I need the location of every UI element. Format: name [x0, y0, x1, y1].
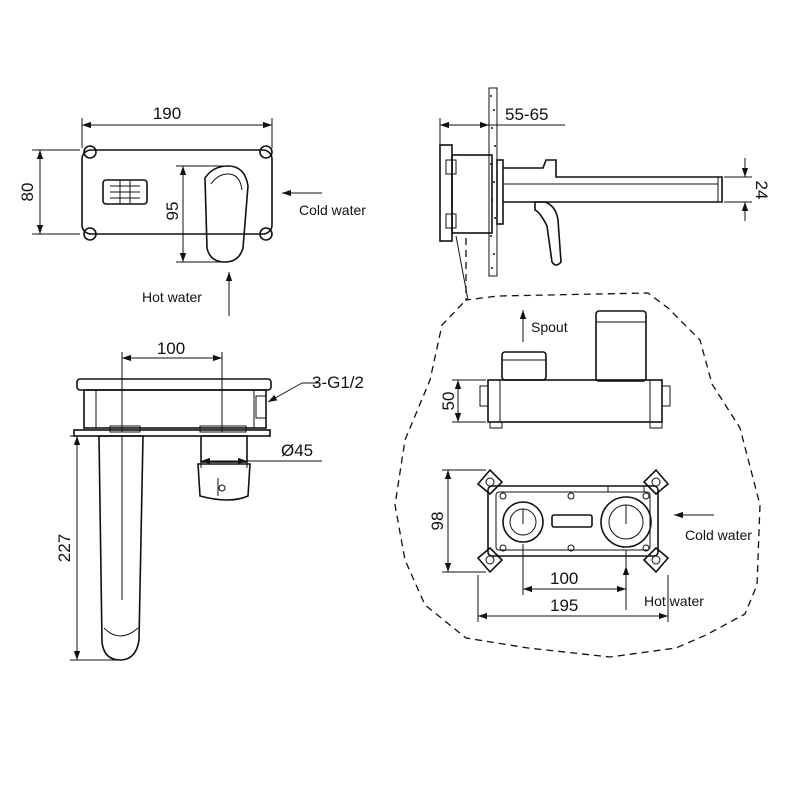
label-hot-water-box: Hot water: [644, 593, 704, 609]
label-spout: Spout: [531, 319, 568, 335]
dim-box-height: 98: [428, 512, 447, 531]
dim-diameter: Ø45: [281, 441, 313, 460]
valve-box-outline: [487, 485, 659, 557]
valve-box-side: [487, 379, 663, 423]
dim-spout-length: 227: [55, 534, 74, 562]
dim-front-width: 190: [153, 104, 181, 123]
front-lug-tl: [83, 145, 97, 159]
label-cold-water-box: Cold water: [685, 527, 752, 543]
top-spout: [98, 435, 144, 661]
dim-valve-depth: 50: [439, 392, 458, 411]
valve-box-front: 98 100 195 Cold water Hot water: [428, 468, 752, 622]
diverter-knob: [102, 179, 148, 205]
side-handle: [534, 201, 562, 266]
dim-front-height: 80: [18, 183, 37, 202]
detail-callout-outline: [394, 238, 761, 658]
top-handle: [197, 463, 251, 501]
label-thread: 3-G1/2: [312, 373, 364, 392]
dim-box-width: 195: [550, 596, 578, 615]
dim-wall-thickness: 55-65: [505, 105, 548, 124]
label-hot-water-front: Hot water: [142, 289, 202, 305]
front-lug-tr: [259, 145, 273, 159]
side-view: 55-65 24: [439, 87, 771, 277]
front-view: 190 80 95 Cold water Hot water: [18, 104, 366, 316]
front-plate-outline: [81, 149, 273, 235]
valve-body-side: Spout 50: [439, 310, 671, 429]
front-lug-bl: [83, 227, 97, 241]
valve-left: [502, 501, 544, 543]
mixer-handle: [204, 165, 249, 263]
valve-right: [600, 496, 652, 548]
front-lug-br: [259, 227, 273, 241]
diverter-slot: [551, 514, 593, 528]
dim-handle-height: 95: [163, 202, 182, 221]
side-spout: [503, 159, 723, 203]
dim-inlet-spacing-top: 100: [157, 339, 185, 358]
side-valve-body: [451, 154, 493, 234]
top-handle-neck: [200, 435, 248, 463]
dim-box-inlet-spacing: 100: [550, 569, 578, 588]
label-cold-water-front: Cold water: [299, 202, 366, 218]
top-view: 100 3-G1/2 Ø45 227: [55, 339, 364, 661]
dim-spout-thickness: 24: [752, 181, 771, 200]
top-valve-body: [83, 389, 267, 429]
top-plate: [76, 378, 272, 391]
